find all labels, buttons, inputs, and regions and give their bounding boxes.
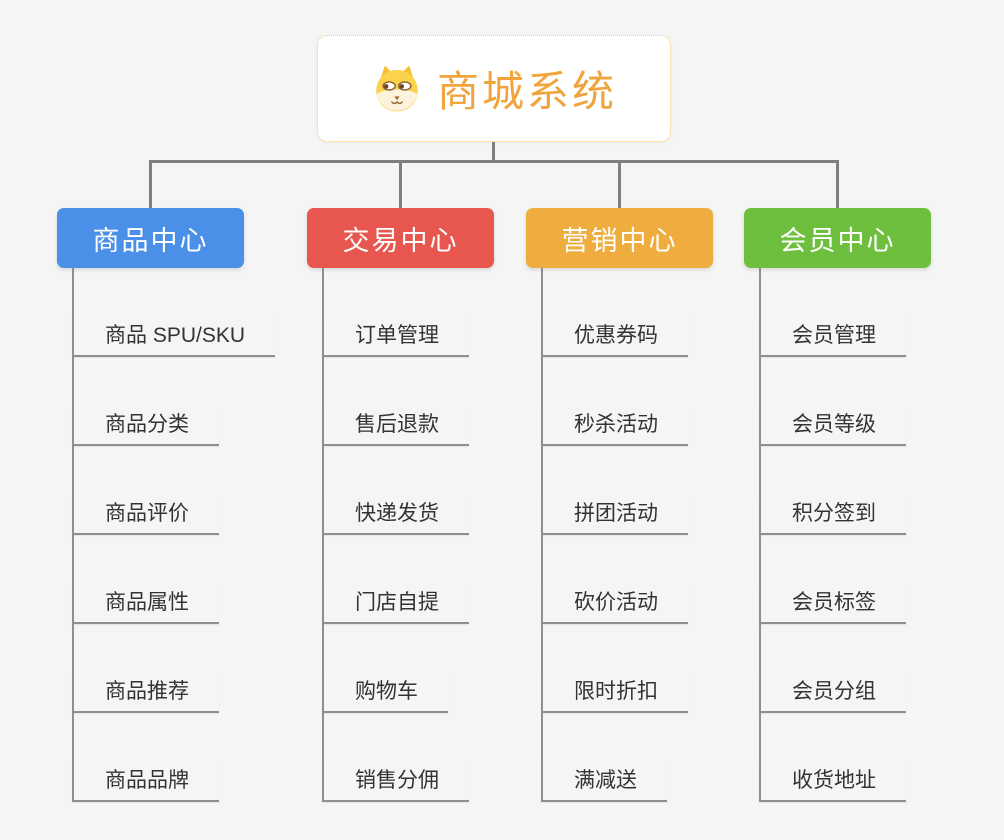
- branch-trunk-line: [541, 268, 543, 802]
- child-node[interactable]: 秒杀活动: [541, 408, 688, 446]
- child-node[interactable]: 订单管理: [322, 319, 469, 357]
- child-row: 商品评价: [57, 446, 317, 535]
- root-title: 商城系统: [436, 68, 617, 115]
- child-node[interactable]: 快递发货: [322, 497, 469, 535]
- branch-drop-line-1: [149, 163, 152, 208]
- child-node[interactable]: 售后退款: [322, 408, 469, 446]
- root-node[interactable]: 商城系统: [317, 35, 671, 142]
- child-row: 会员管理: [744, 268, 1004, 357]
- child-row: 销售分佣: [307, 713, 567, 802]
- branch-trunk-line: [72, 268, 74, 802]
- child-row: 快递发货: [307, 446, 567, 535]
- branch-node[interactable]: 会员中心: [744, 208, 931, 268]
- child-row: 拼团活动: [526, 446, 786, 535]
- child-node[interactable]: 购物车: [322, 675, 448, 713]
- child-node[interactable]: 销售分佣: [322, 764, 469, 802]
- child-row: 售后退款: [307, 357, 567, 446]
- child-node[interactable]: 会员标签: [759, 586, 906, 624]
- child-node[interactable]: 商品 SPU/SKU: [72, 319, 276, 357]
- branch-column-1: 商品中心商品 SPU/SKU 商品分类商品评价商品属性商品推荐商品品牌: [57, 208, 317, 802]
- child-row: 商品属性: [57, 535, 317, 624]
- child-row: 会员分组: [744, 624, 1004, 713]
- child-row: 商品品牌: [57, 713, 317, 802]
- child-node[interactable]: 收货地址: [759, 764, 906, 802]
- child-row: 优惠券码: [526, 268, 786, 357]
- child-row: 购物车: [307, 624, 567, 713]
- child-node[interactable]: 商品分类: [72, 408, 219, 446]
- child-row: 限时折扣: [526, 624, 786, 713]
- branch-drop-line-3: [618, 163, 621, 208]
- child-node[interactable]: 满减送: [541, 764, 667, 802]
- child-row: 会员等级: [744, 357, 1004, 446]
- child-node[interactable]: 拼团活动: [541, 497, 688, 535]
- child-node[interactable]: 积分签到: [759, 497, 906, 535]
- branch-drop-line-2: [399, 163, 402, 208]
- branch-column-2: 交易中心订单管理售后退款快递发货门店自提购物车销售分佣: [307, 208, 567, 802]
- child-node[interactable]: 商品评价: [72, 497, 219, 535]
- child-row: 收货地址: [744, 713, 1004, 802]
- branch-column-4: 会员中心会员管理会员等级积分签到会员标签会员分组收货地址: [744, 208, 1004, 802]
- child-node[interactable]: 优惠券码: [541, 319, 688, 357]
- child-row: 会员标签: [744, 535, 1004, 624]
- child-node[interactable]: 商品属性: [72, 586, 219, 624]
- branch-node[interactable]: 营销中心: [526, 208, 713, 268]
- dog-face-icon: [376, 65, 418, 112]
- bus-line: [149, 160, 839, 163]
- child-node[interactable]: 会员分组: [759, 675, 906, 713]
- child-node[interactable]: 砍价活动: [541, 586, 688, 624]
- child-node[interactable]: 商品推荐: [72, 675, 219, 713]
- child-row: 满减送: [526, 713, 786, 802]
- child-row: 商品分类: [57, 357, 317, 446]
- child-node[interactable]: 限时折扣: [541, 675, 688, 713]
- child-node[interactable]: 会员管理: [759, 319, 906, 357]
- branch-column-3: 营销中心优惠券码秒杀活动拼团活动砍价活动限时折扣满减送: [526, 208, 786, 802]
- child-node[interactable]: 门店自提: [322, 586, 469, 624]
- child-row: 门店自提: [307, 535, 567, 624]
- branch-drop-line-4: [836, 163, 839, 208]
- branch-node[interactable]: 商品中心: [57, 208, 244, 268]
- root-stem-line: [491, 142, 495, 163]
- child-row: 秒杀活动: [526, 357, 786, 446]
- branch-trunk-line: [322, 268, 324, 802]
- child-row: 订单管理: [307, 268, 567, 357]
- child-row: 积分签到: [744, 446, 1004, 535]
- branch-node[interactable]: 交易中心: [307, 208, 494, 268]
- child-node[interactable]: 商品品牌: [72, 764, 219, 802]
- child-row: 商品 SPU/SKU: [57, 268, 317, 357]
- child-row: 商品推荐: [57, 624, 317, 713]
- branch-trunk-line: [759, 268, 761, 802]
- child-row: 砍价活动: [526, 535, 786, 624]
- child-node[interactable]: 会员等级: [759, 408, 906, 446]
